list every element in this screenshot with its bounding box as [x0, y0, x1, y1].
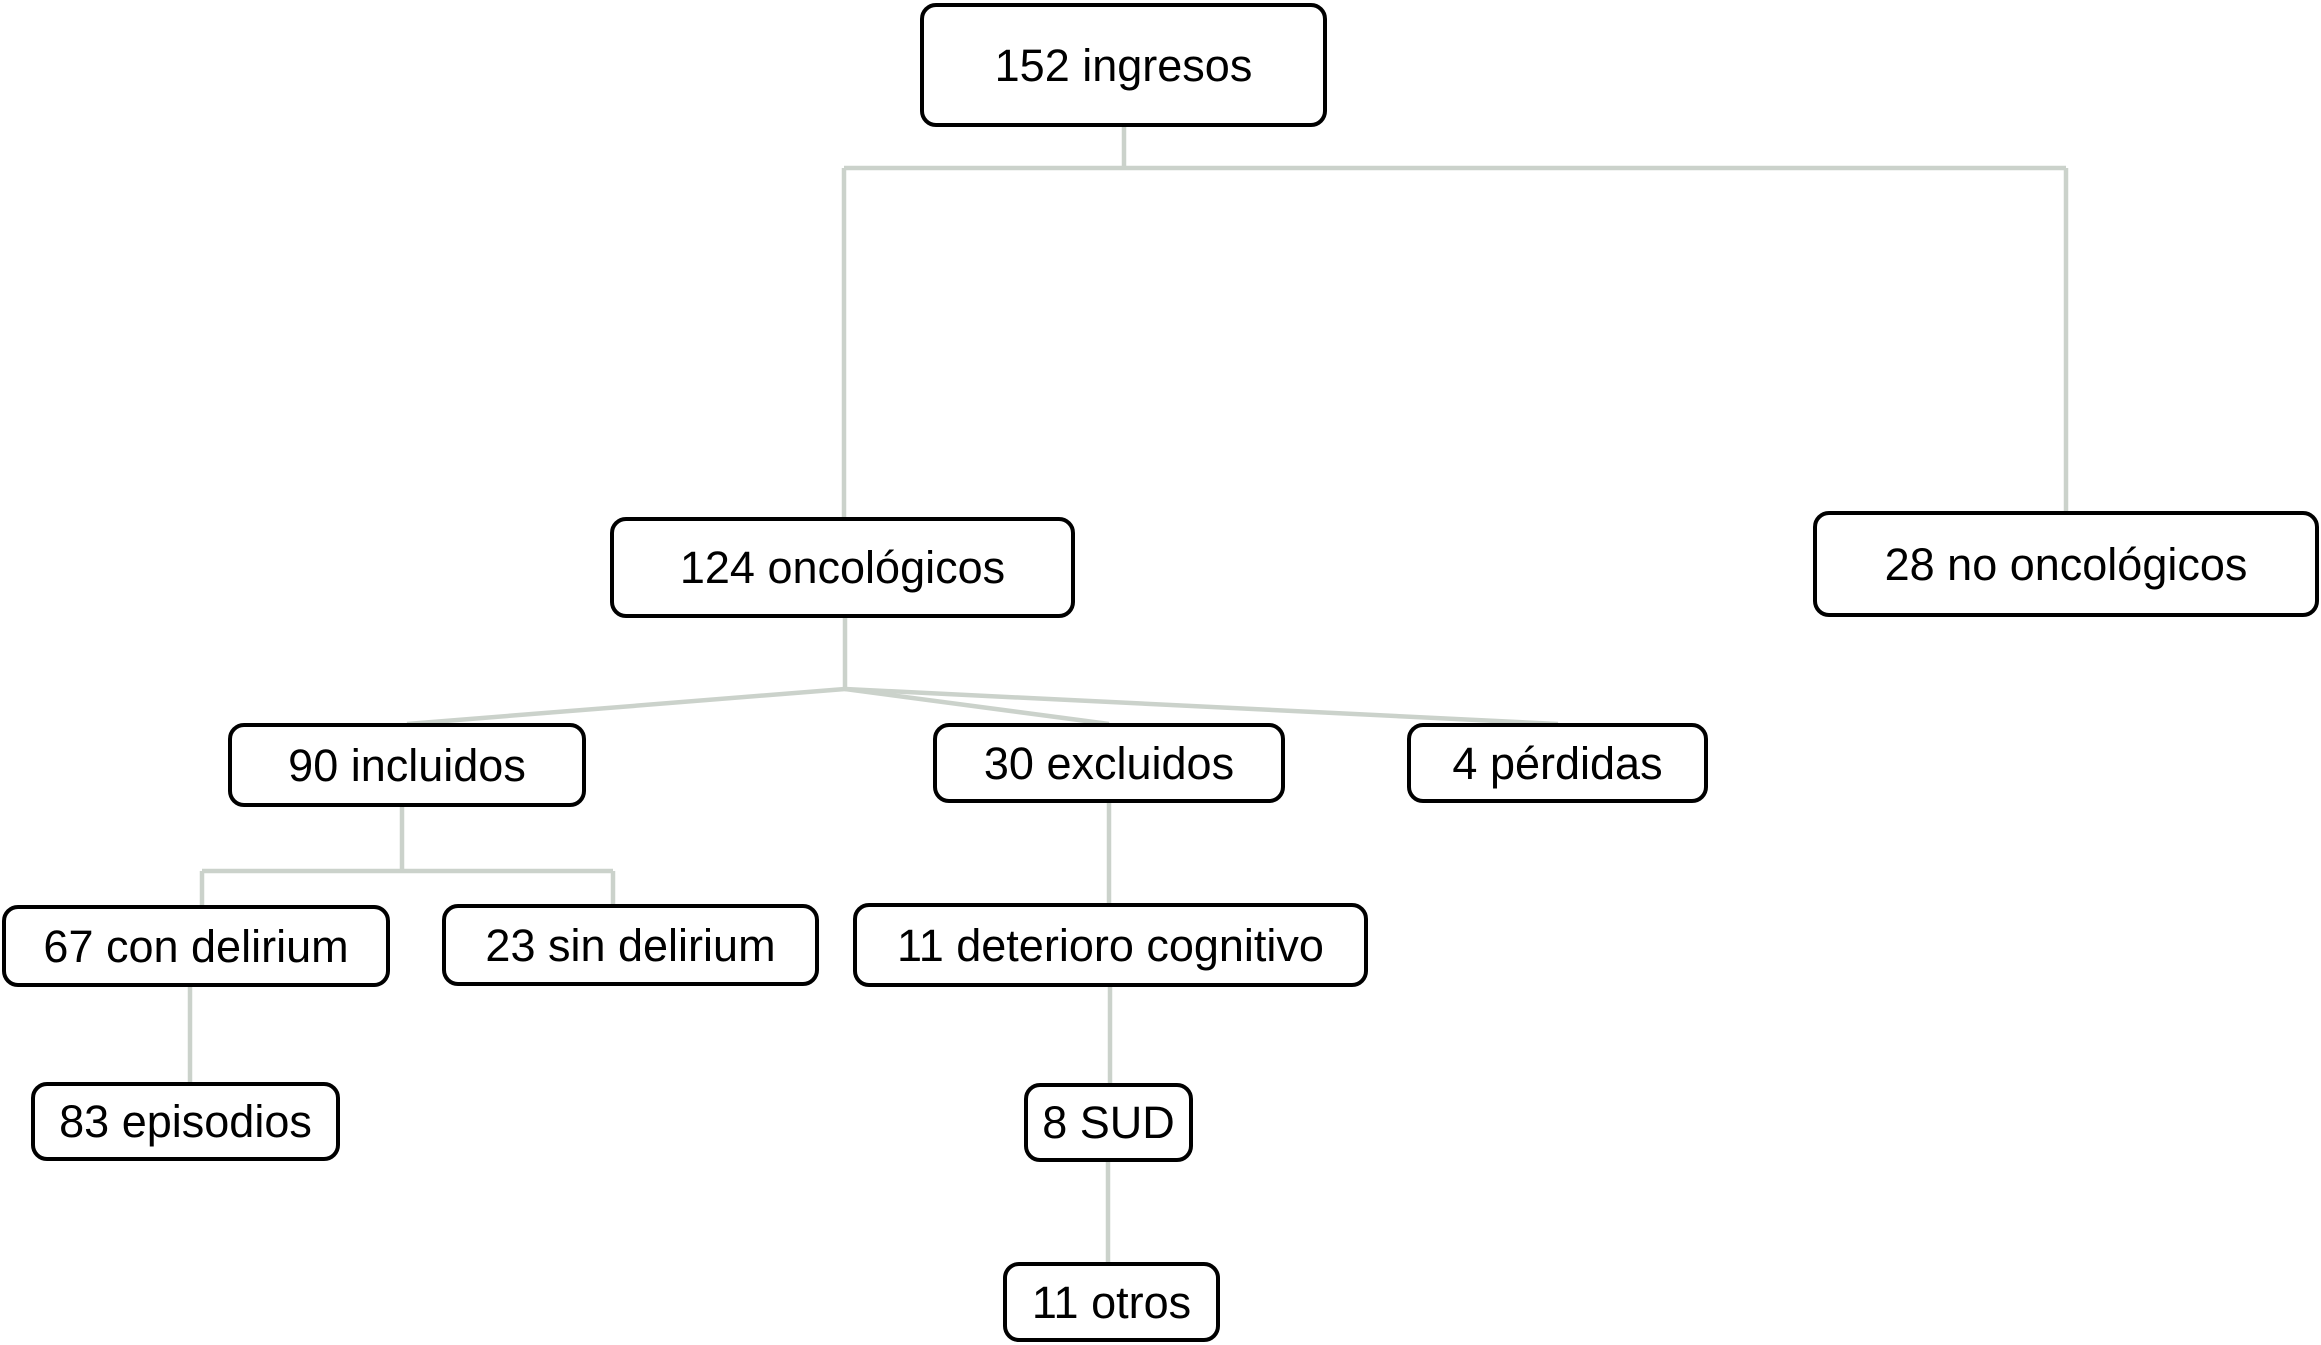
node-8-sud: 8 SUD [1024, 1083, 1193, 1162]
edge-to-incluidos [406, 686, 846, 727]
node-label: 11 otros [1031, 1276, 1192, 1328]
node-152-ingresos: 152 ingresos [920, 3, 1327, 127]
node-124-oncologicos: 124 oncológicos [610, 517, 1075, 618]
node-90-incluidos: 90 incluidos [228, 723, 586, 807]
node-label: 152 ingresos [994, 39, 1253, 91]
edge-to-excluidos [844, 686, 1110, 727]
node-label: 11 deterioro cognitivo [897, 919, 1324, 971]
node-label: 90 incluidos [288, 739, 526, 791]
node-label: 124 oncológicos [679, 542, 1006, 593]
node-28-no-oncologicos: 28 no oncológicos [1813, 511, 2319, 617]
node-label: 67 con delirium [43, 920, 349, 972]
node-23-sin-delirium: 23 sin delirium [442, 904, 819, 986]
node-30-excluidos: 30 excluidos [933, 723, 1285, 803]
node-11-deterioro-cognitivo: 11 deterioro cognitivo [853, 903, 1368, 987]
node-label: 28 no oncológicos [1884, 538, 2248, 590]
node-label: 83 episodios [59, 1096, 312, 1147]
node-label: 30 excluidos [983, 737, 1235, 789]
node-83-episodios: 83 episodios [31, 1082, 340, 1161]
node-label: 8 SUD [1042, 1097, 1175, 1148]
edge-to-perdidas [844, 686, 1559, 727]
node-11-otros: 11 otros [1003, 1262, 1220, 1342]
node-4-perdidas: 4 pérdidas [1407, 723, 1708, 803]
node-label: 23 sin delirium [485, 919, 776, 971]
node-label: 4 pérdidas [1452, 737, 1663, 789]
node-67-con-delirium: 67 con delirium [2, 905, 390, 987]
